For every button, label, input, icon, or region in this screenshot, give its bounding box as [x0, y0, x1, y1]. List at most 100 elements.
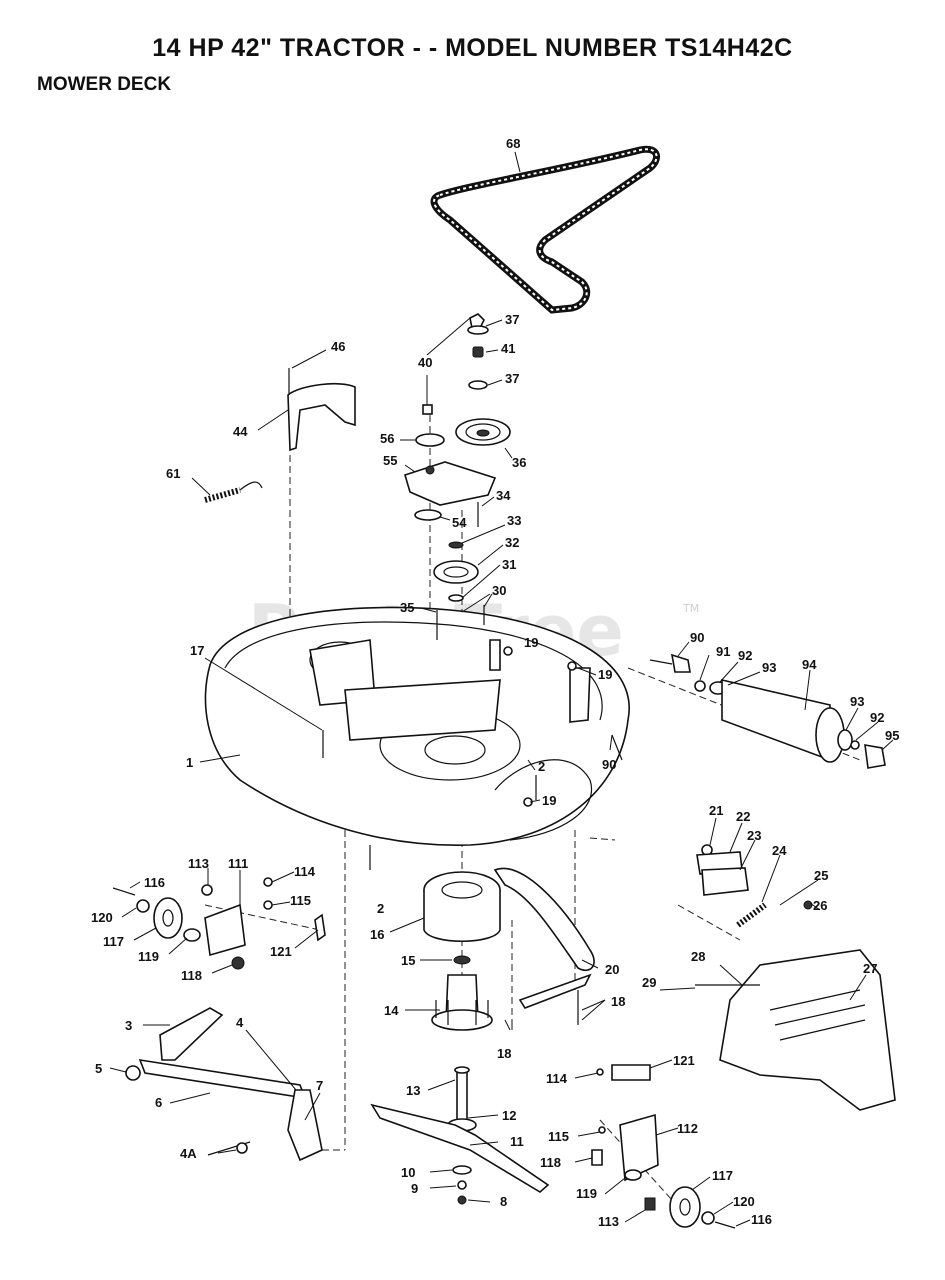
callout-55: 55: [383, 453, 397, 468]
callout-2: 2: [377, 901, 384, 916]
callout-36: 36: [512, 455, 526, 470]
callout-117: 117: [103, 934, 124, 949]
callout-113: 113: [598, 1214, 619, 1229]
callout-labels: 68 37 41 37 40 46 44 56 36 55 34 54 33 6…: [91, 136, 899, 1229]
callout-46: 46: [331, 339, 345, 354]
callout-37: 37: [505, 312, 519, 327]
callout-95: 95: [885, 728, 899, 743]
callout-119: 119: [138, 949, 159, 964]
callout-4A: 4A: [180, 1146, 197, 1161]
callout-68: 68: [506, 136, 520, 151]
callout-24: 24: [772, 843, 787, 858]
callout-14: 14: [384, 1003, 399, 1018]
callout-15: 15: [401, 953, 415, 968]
section-subtitle: MOWER DECK: [37, 74, 172, 95]
callout-115: 115: [290, 893, 311, 908]
callout-32: 32: [505, 535, 519, 550]
callout-94: 94: [802, 657, 817, 672]
callout-4: 4: [236, 1015, 244, 1030]
callout-2: 2: [538, 759, 545, 774]
blade-assembly: [370, 1066, 550, 1205]
callout-5: 5: [95, 1061, 102, 1076]
anti-scalp-roller-assembly: [611, 653, 886, 769]
callout-92: 92: [738, 648, 752, 663]
callout-120: 120: [733, 1194, 755, 1209]
callout-10: 10: [401, 1165, 415, 1180]
blade-shield: [493, 867, 595, 1025]
callout-114: 114: [294, 864, 316, 879]
callout-90: 90: [690, 630, 704, 645]
callout-18: 18: [611, 994, 625, 1009]
callout-40: 40: [418, 355, 432, 370]
gauge-wheel-left: [112, 877, 326, 970]
belt-guard: [287, 368, 356, 452]
mower-deck-housing: [204, 606, 630, 847]
callout-41: 41: [501, 341, 515, 356]
callout-93: 93: [850, 694, 864, 709]
callout-61: 61: [166, 466, 180, 481]
callout-1: 1: [186, 755, 193, 770]
callout-114: 114: [546, 1071, 568, 1086]
callout-8: 8: [500, 1194, 507, 1209]
callout-29: 29: [642, 975, 656, 990]
callout-19: 19: [542, 793, 556, 808]
callout-54: 54: [452, 515, 467, 530]
idler-pulley-stack: [404, 313, 511, 602]
callout-12: 12: [502, 1108, 516, 1123]
callout-118: 118: [540, 1155, 561, 1170]
callout-19: 19: [524, 635, 538, 650]
callout-11: 11: [510, 1134, 524, 1149]
callout-117: 117: [712, 1168, 733, 1183]
callout-23: 23: [747, 828, 761, 843]
tension-spring: [204, 481, 263, 503]
callout-118: 118: [181, 968, 202, 983]
callout-34: 34: [496, 488, 511, 503]
hardware-bolts: [322, 605, 577, 870]
callout-91: 91: [716, 644, 730, 659]
callout-7: 7: [316, 1078, 323, 1093]
callout-21: 21: [709, 803, 723, 818]
callout-115: 115: [548, 1129, 569, 1144]
spindle-assembly: [423, 871, 501, 1031]
callout-116: 116: [751, 1212, 772, 1227]
callout-13: 13: [406, 1083, 420, 1098]
leader-lines: [109, 151, 894, 1227]
callout-27: 27: [863, 961, 877, 976]
callout-20: 20: [605, 962, 619, 977]
callout-3: 3: [125, 1018, 132, 1033]
callout-113: 113: [188, 856, 209, 871]
callout-111: 111: [228, 856, 248, 871]
callout-17: 17: [190, 643, 204, 658]
callout-121: 121: [270, 944, 292, 959]
callout-31: 31: [502, 557, 516, 572]
callout-19: 19: [598, 667, 612, 682]
callout-112: 112: [677, 1121, 698, 1136]
gauge-wheel-right: [591, 1064, 736, 1229]
callout-120: 120: [91, 910, 113, 925]
page-title: 14 HP 42" TRACTOR - - MODEL NUMBER TS14H…: [152, 34, 793, 62]
callout-56: 56: [380, 431, 394, 446]
callout-37: 37: [505, 371, 519, 386]
callout-25: 25: [814, 868, 828, 883]
deck-bracket-assembly: [696, 844, 813, 928]
callout-93: 93: [762, 660, 776, 675]
lift-linkage: [125, 1007, 323, 1162]
watermark-trademark: TM: [682, 602, 699, 615]
callout-28: 28: [691, 949, 705, 964]
callout-92: 92: [870, 710, 884, 725]
callout-116: 116: [144, 875, 165, 890]
callout-44: 44: [233, 424, 248, 439]
callout-119: 119: [576, 1186, 597, 1201]
discharge-deflector: [695, 949, 896, 1111]
callout-9: 9: [411, 1181, 418, 1196]
callout-16: 16: [370, 927, 384, 942]
callout-26: 26: [813, 898, 827, 913]
callout-22: 22: [736, 809, 750, 824]
callout-33: 33: [507, 513, 521, 528]
drive-belt: [430, 145, 660, 314]
callout-90: 90: [602, 757, 616, 772]
callout-35: 35: [400, 600, 414, 615]
callout-121: 121: [673, 1053, 695, 1068]
callout-30: 30: [492, 583, 506, 598]
